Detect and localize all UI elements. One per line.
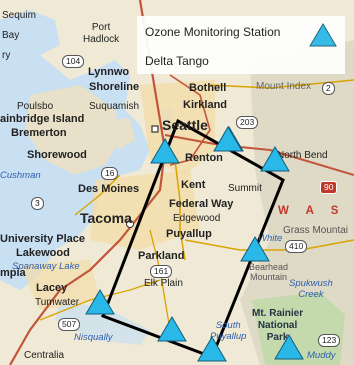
route-410-shield: 410 bbox=[285, 240, 308, 253]
label-bay: Bay bbox=[2, 30, 20, 41]
label-olympia: mpia bbox=[0, 267, 26, 279]
tacoma-marker bbox=[126, 220, 134, 228]
station-buckley[interactable] bbox=[240, 236, 270, 262]
sound-inlet bbox=[0, 10, 60, 60]
label-lakewood: Lakewood bbox=[16, 247, 70, 259]
state-route-167 bbox=[174, 159, 186, 261]
station-south-puyallup[interactable] bbox=[197, 336, 227, 362]
label-grass-mountain: Grass Mountai bbox=[283, 225, 349, 236]
label-seattle: Seattle bbox=[162, 117, 208, 133]
label-summit: Summit bbox=[228, 183, 262, 194]
bainbridge bbox=[110, 118, 135, 150]
station-seattle-east[interactable] bbox=[213, 126, 243, 152]
water-south bbox=[55, 300, 150, 345]
state-route-410 bbox=[184, 239, 354, 251]
route-203-shield: 203 bbox=[236, 116, 259, 129]
station-nisqually[interactable] bbox=[157, 316, 187, 342]
label-mount-index: Mount Index bbox=[256, 81, 312, 92]
label-bearhead-mountain: Bearhead Mountain bbox=[249, 262, 289, 282]
label-poulsbo: Poulsbo bbox=[17, 101, 54, 112]
cascades bbox=[240, 40, 354, 365]
label-bainbridge: ainbridge Island bbox=[0, 113, 85, 125]
label-lynnwood: Lynnwo bbox=[88, 66, 130, 78]
station-mt-rainier[interactable] bbox=[274, 334, 304, 360]
route-2-shield: 2 bbox=[322, 82, 335, 95]
label-puyallup: Puyallup bbox=[166, 228, 212, 240]
label-muddy: Muddy bbox=[307, 350, 336, 361]
label-mt-rainier-park: Mt. Rainier National Park bbox=[252, 308, 304, 343]
label-suquamish: Suquamish bbox=[89, 101, 140, 112]
label-centralia: Centralia bbox=[24, 350, 65, 361]
label-university-place: University Place bbox=[0, 233, 85, 245]
interstate-90 bbox=[164, 134, 354, 176]
label-shorewood: Shorewood bbox=[27, 149, 87, 161]
route-161-shield: 161 bbox=[150, 265, 173, 278]
label-state-washington: W A S bbox=[278, 205, 346, 217]
interstate-405 bbox=[169, 74, 211, 166]
label-nisqually: Nisqually bbox=[74, 332, 113, 343]
label-spanaway-lake: Spanaway Lake bbox=[12, 261, 80, 272]
label-renton: Renton bbox=[185, 152, 223, 164]
label-spukwush-creek: Spukwush Creek bbox=[289, 278, 333, 300]
interstate-5 bbox=[9, 0, 167, 365]
label-white: White bbox=[258, 233, 283, 244]
label-tacoma: Tacoma bbox=[80, 210, 132, 226]
label-federal-way: Federal Way bbox=[169, 198, 234, 210]
label-lacey: Lacey bbox=[36, 282, 68, 294]
label-bremerton: Bremerton bbox=[11, 127, 67, 139]
route-104-shield: 104 bbox=[62, 55, 85, 68]
legend-station-label: Ozone Monitoring Station bbox=[145, 25, 281, 39]
route-123-shield: 123 bbox=[318, 334, 341, 347]
label-elk-plain: Elk Plain bbox=[144, 278, 183, 289]
map-legend: Ozone Monitoring Station Delta Tango bbox=[137, 16, 345, 74]
urban-olympia bbox=[20, 260, 100, 310]
state-route-16 bbox=[74, 174, 121, 216]
triangle-icon bbox=[309, 23, 337, 47]
label-edgewood: Edgewood bbox=[173, 213, 221, 224]
label-tumwater: Tumwater bbox=[35, 297, 80, 308]
label-des-moines: Des Moines bbox=[78, 183, 140, 195]
label-south-puyallup: South Puyallup bbox=[210, 320, 247, 342]
legend-area-label: Delta Tango bbox=[145, 54, 209, 68]
seattle-marker bbox=[151, 125, 159, 133]
station-tumwater[interactable] bbox=[85, 289, 115, 315]
label-kent: Kent bbox=[181, 179, 206, 191]
label-cushman: Cushman bbox=[0, 170, 41, 181]
label-north-bend: North Bend bbox=[277, 150, 328, 161]
interstate-90-shield: 90 bbox=[320, 181, 338, 194]
label-ry: ry bbox=[2, 50, 11, 61]
label-shoreline: Shoreline bbox=[89, 81, 140, 93]
station-north-bend[interactable] bbox=[260, 146, 290, 172]
route-3-shield: 3 bbox=[31, 197, 44, 210]
label-sequim: Sequim bbox=[2, 10, 36, 21]
state-route-161 bbox=[149, 229, 171, 331]
station-seattle-downtown[interactable] bbox=[150, 138, 180, 164]
label-parkland: Parkland bbox=[138, 250, 185, 262]
label-bothell: Bothell bbox=[189, 82, 227, 94]
label-port-hadlock: Port Hadlock bbox=[83, 22, 120, 45]
kitsap-peninsula bbox=[25, 85, 120, 175]
label-kirkland: Kirkland bbox=[183, 99, 228, 111]
route-507-shield: 507 bbox=[58, 318, 81, 331]
route-16-shield: 16 bbox=[101, 167, 119, 180]
